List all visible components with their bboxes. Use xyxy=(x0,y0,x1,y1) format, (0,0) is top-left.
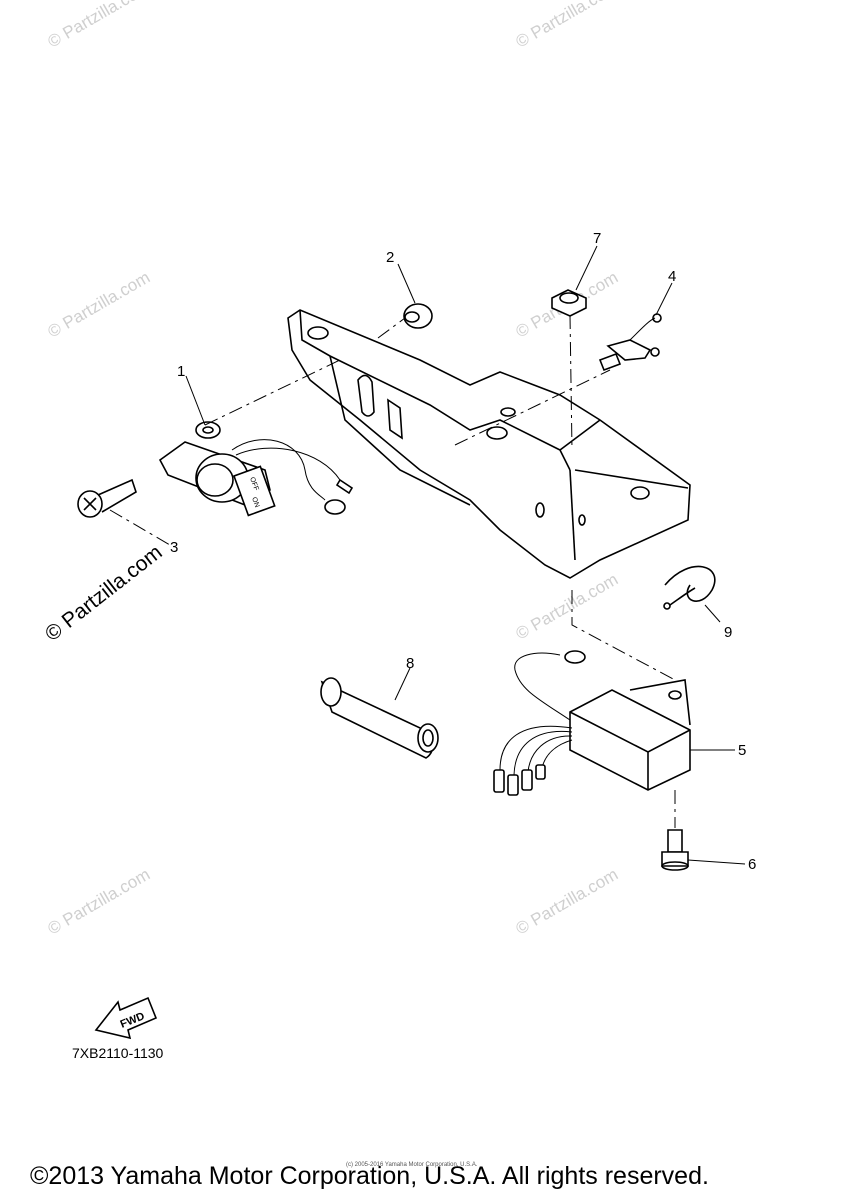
nut-part-7 xyxy=(551,289,587,317)
cdi-unit-part-5 xyxy=(493,650,691,796)
screw-part-3 xyxy=(77,478,137,518)
callout-7: 7 xyxy=(593,230,601,247)
callout-8: 8 xyxy=(406,655,414,672)
clip-part-4 xyxy=(598,313,662,372)
callout-3: 3 xyxy=(170,539,178,556)
bolt-part-6 xyxy=(661,829,689,871)
tube-part-8 xyxy=(320,677,439,759)
callout-leaders xyxy=(185,245,746,865)
watermark-top-right: © Partzilla.com xyxy=(513,0,622,51)
switch-on-label: ON xyxy=(250,496,260,508)
main-switch-part: OFF ON xyxy=(158,421,354,517)
watermark-top-left: © Partzilla.com xyxy=(45,0,154,51)
callout-6: 6 xyxy=(748,856,756,873)
watermark-mid-left: © Partzilla.com xyxy=(45,268,154,342)
callout-2: 2 xyxy=(386,249,394,266)
watermark-low-left: © Partzilla.com xyxy=(45,865,154,939)
callout-1: 1 xyxy=(177,363,185,380)
fwd-arrow-icon: FWD xyxy=(94,996,158,1040)
bracket xyxy=(287,309,691,579)
assembly-lines xyxy=(109,314,676,828)
watermark-low-right: © Partzilla.com xyxy=(513,865,622,939)
copyright-footer: ©2013 Yamaha Motor Corporation, U.S.A. A… xyxy=(30,1162,709,1190)
callout-5: 5 xyxy=(738,742,746,759)
diagram-code: 7XB2110-1130 xyxy=(72,1045,164,1061)
callout-labels: 1 2 3 4 5 6 7 8 9 xyxy=(170,230,756,873)
callout-9: 9 xyxy=(724,624,732,641)
watermark-center-right: © Partzilla.com xyxy=(513,570,622,644)
wire-clamp-part-9 xyxy=(663,565,716,610)
watermark-main: © Partzilla.com xyxy=(41,541,167,646)
tiny-copyright-notice: (c) 2005-2016 Yamaha Motor Corporation, … xyxy=(346,1162,478,1168)
collar-part-2 xyxy=(403,303,433,329)
switch-off-label: OFF xyxy=(248,476,259,492)
callout-4: 4 xyxy=(668,268,676,285)
